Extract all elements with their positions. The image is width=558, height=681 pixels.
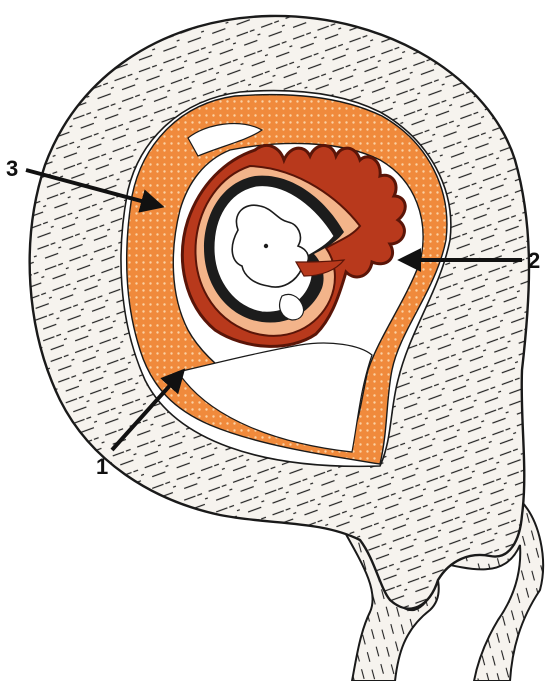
embryo-eye — [264, 244, 268, 248]
label-1: 1 — [96, 454, 108, 479]
label-3: 3 — [6, 156, 18, 181]
label-2: 2 — [528, 248, 540, 273]
